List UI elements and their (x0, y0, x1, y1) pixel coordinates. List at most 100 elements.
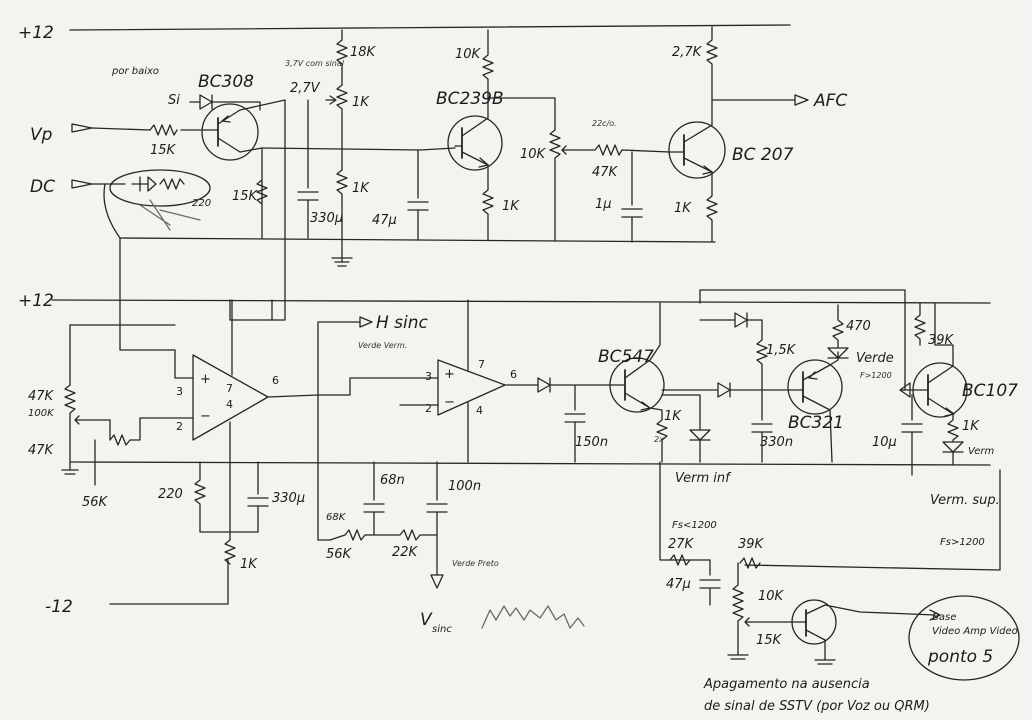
pot-10k-label: 10K (520, 147, 547, 162)
c-330u-top-label: 330µ (310, 211, 343, 226)
cap-100n (426, 461, 448, 536)
r-1k-c (482, 164, 494, 241)
r-1k-e (224, 539, 236, 565)
wire-bc239-to-pot (487, 97, 556, 131)
afc-label: AFC (813, 91, 847, 111)
r-39k-label: 39K (928, 333, 955, 348)
diode-150n-network (504, 377, 613, 463)
opamp-a-pin7: 7 (226, 382, 233, 395)
r-68k-label: 68K (326, 512, 347, 523)
ponto5-callout: Base Video Amp Video ponto 5 (908, 595, 1020, 681)
afc-output: AFC (711, 91, 847, 111)
r-47k (574, 144, 671, 156)
apagamento-label: Apagamento na ausencia (703, 677, 870, 692)
bc207-label: BC 207 (732, 145, 794, 165)
c-68n-label: 68n (380, 473, 405, 488)
r-27k-label: 2,7K (672, 45, 703, 60)
r-1k-g-led-verm (942, 413, 964, 466)
r-56k-b-label: 56K (326, 547, 353, 562)
bc308-label: BC308 (198, 72, 254, 92)
verde-verm-note: Verde Verm. (358, 341, 407, 350)
wire-feed-opamp-a (119, 299, 176, 351)
wire-bc107-collector (934, 302, 954, 367)
c-1u-label: 1µ (595, 197, 612, 212)
supply-label-neg: -12 (45, 597, 73, 617)
rg-note: 2x (654, 435, 664, 444)
vsinc-label: V (420, 610, 433, 630)
c-47u-top-label: 47µ (372, 213, 397, 228)
bc547-label: BC547 (598, 347, 654, 367)
r-47k-low-label: 47K (28, 443, 55, 458)
base-label: Base (932, 612, 956, 623)
pot-100k-label: 100K (28, 408, 55, 419)
bc107-label: BC107 (962, 381, 1018, 401)
opamp-b-plus: + (444, 367, 455, 382)
r-47k-label: 47K (592, 165, 619, 180)
v-37-label: 3,7V com sinal (285, 59, 345, 68)
cap-47u-top: 47µ (372, 149, 429, 241)
r-1k-f-label: 1K (664, 409, 682, 424)
wire-top-bus (699, 289, 906, 391)
vsinc-waveform (481, 605, 585, 629)
wire-bc308-emitter (239, 147, 263, 239)
wire-bottom-right (744, 469, 1001, 571)
c-330u-mid-label: 330µ (272, 491, 305, 506)
wire-bc308-collector (229, 99, 286, 321)
r-1k-b-label: 1K (352, 181, 370, 196)
opamp-b-pin7: 7 (478, 358, 485, 371)
r-15k-b-label: 15K (232, 189, 259, 204)
transistor-bc107: BC107 (912, 362, 1018, 418)
pot-47k-label: 47K (28, 389, 55, 404)
video-amp-label: Video Amp Video (932, 626, 1018, 637)
opamp-b-pin6: 6 (510, 368, 517, 381)
r-15k-c-label: 1,5K (766, 343, 797, 358)
fs-inf-label: Fs<1200 (672, 520, 717, 531)
opamp-b-pin2: 2 (425, 402, 432, 415)
diode-si: Si por baixo (111, 66, 261, 111)
r-1k-a-label: 1K (352, 95, 370, 110)
supply-label-top: +12 (18, 23, 54, 43)
led-verde-470 (827, 304, 849, 366)
wire-bottom-left (659, 461, 711, 561)
opamp-a: + − 3 2 7 4 6 (139, 299, 279, 541)
r-10k-collector (482, 29, 494, 119)
vp-label: Vp (30, 125, 53, 145)
r-1k-c-label: 1K (502, 199, 520, 214)
verm-sup-label: Verm. sup. (930, 493, 1000, 508)
r-470-label: 470 (846, 319, 871, 334)
c-150n-label: 150n (575, 435, 608, 450)
transistor-bc207: BC 207 (668, 121, 794, 179)
divider-18k-1k: 18K 1K 1K (325, 29, 377, 267)
r-220-dc-label: 220 (192, 198, 211, 209)
dc-input: DC 220 (30, 169, 211, 301)
cap-1u: 1µ (595, 151, 643, 243)
r-15k-c-network (699, 312, 768, 391)
supply-label-mid: +12 (18, 291, 54, 311)
cap-330n (751, 389, 773, 463)
r-27k-collector (706, 26, 718, 126)
opamp-b: + − 3 2 7 4 6 (317, 299, 517, 463)
transistor-bc547: BC547 (598, 347, 665, 413)
opamp-a-minus: − (200, 409, 211, 424)
wire-rail-tap (229, 299, 273, 321)
bc321-label: BC321 (788, 413, 844, 433)
verde-preto-note: Verde Preto (452, 559, 499, 568)
transistor-bc239b: BC239B (436, 89, 504, 171)
ground-rail-mid (69, 461, 991, 466)
wire-bc547-collector (649, 302, 661, 361)
verde-label: Verde (856, 351, 894, 366)
cap-68n (363, 461, 385, 536)
r-10k-b-label: 10K (758, 589, 785, 604)
si-label: Si (168, 93, 180, 108)
r-220-b-label: 220 (158, 487, 183, 502)
r-39k-b-label: 39K (738, 537, 765, 552)
supply-rail-top: +12 (18, 23, 791, 43)
pot-10k: 10K (520, 129, 576, 241)
r-10k-label: 10K (455, 47, 482, 62)
vp-input: Vp 15K (30, 123, 206, 158)
hsinc-label: H sinc (376, 313, 429, 333)
r-15k-b (256, 179, 268, 205)
r-220-b (194, 461, 231, 533)
verde-f-note: F>1200 (860, 371, 892, 380)
led-verm-inf (661, 394, 711, 463)
